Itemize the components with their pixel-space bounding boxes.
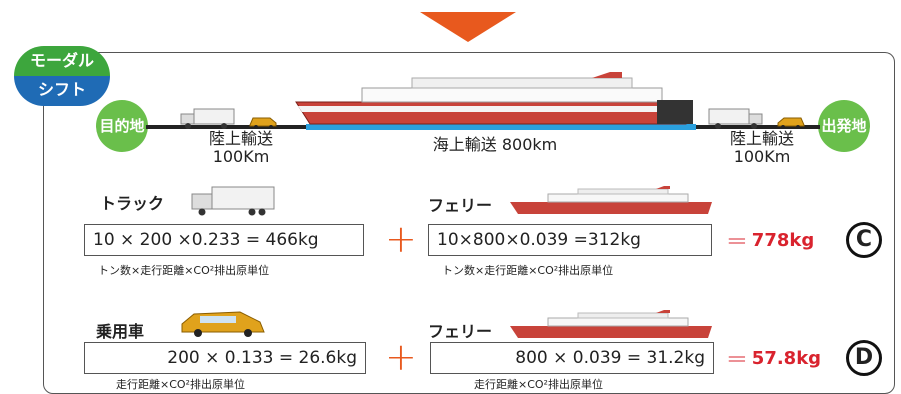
land-left-distance: 100Km — [212, 147, 270, 166]
land-right-label: 陸上輸送 — [729, 129, 794, 148]
case-d-marker: D — [846, 340, 882, 376]
origin-node: 出発地 — [818, 100, 870, 152]
case-c-marker: C — [846, 222, 882, 258]
total-c: =778kg — [726, 226, 814, 256]
truck-formula-note: トン数×走行距離×CO²排出原単位 — [98, 264, 270, 277]
ferry-co2-formula-2: 800 × 0.039 = 31.2kg — [430, 342, 714, 374]
ferry-co2-formula: 10×800×0.039 =312kg — [428, 224, 712, 256]
destination-node: 目的地 — [96, 100, 148, 152]
ferry-icon — [510, 310, 712, 338]
car-formula-note: 走行距離×CO²排出原単位 — [116, 378, 245, 391]
equals-sign: = — [726, 344, 748, 374]
ferry-icon — [295, 72, 693, 125]
car-co2-formula: 200 × 0.133 = 26.6kg — [84, 342, 366, 374]
truck-icon — [191, 186, 275, 216]
plus-sign: + — [385, 335, 417, 379]
car-icon — [181, 311, 265, 337]
truck-co2-formula: 10 × 200 ×0.233 = 466kg — [84, 224, 364, 256]
land-left-label: 陸上輸送 — [208, 129, 273, 148]
right-road — [696, 125, 820, 129]
ferry-icon — [510, 186, 712, 214]
ferry-formula-note: トン数×走行距離×CO²排出原単位 — [442, 264, 614, 277]
land-right-distance: 100Km — [733, 147, 791, 166]
sea-route — [306, 124, 696, 130]
car-icon — [777, 117, 805, 129]
equals-sign: = — [726, 226, 748, 256]
truck-icon — [180, 108, 235, 129]
ferry-title: フェリー — [428, 196, 493, 215]
badge-line2: シフト — [14, 76, 110, 106]
ferry-formula-note-2: 走行距離×CO²排出原単位 — [474, 378, 603, 391]
truck-icon — [708, 108, 763, 129]
sea-transport-label: 海上輸送 800km — [432, 135, 558, 154]
total-d-value: 57.8kg — [751, 348, 822, 369]
truck-title: トラック — [100, 194, 165, 213]
land-transport-left: 陸上輸送 100Km — [196, 130, 286, 166]
down-arrow-icon — [420, 12, 516, 42]
car-icon — [249, 117, 277, 129]
ferry-title-2: フェリー — [428, 322, 493, 341]
plus-sign: + — [385, 217, 417, 261]
modal-shift-badge: モーダル シフト — [14, 46, 110, 106]
badge-line1: モーダル — [14, 46, 110, 76]
car-title: 乗用車 — [96, 322, 145, 341]
total-d: =57.8kg — [726, 344, 821, 374]
land-transport-right: 陸上輸送 100Km — [712, 130, 812, 166]
total-c-value: 778kg — [751, 230, 815, 251]
